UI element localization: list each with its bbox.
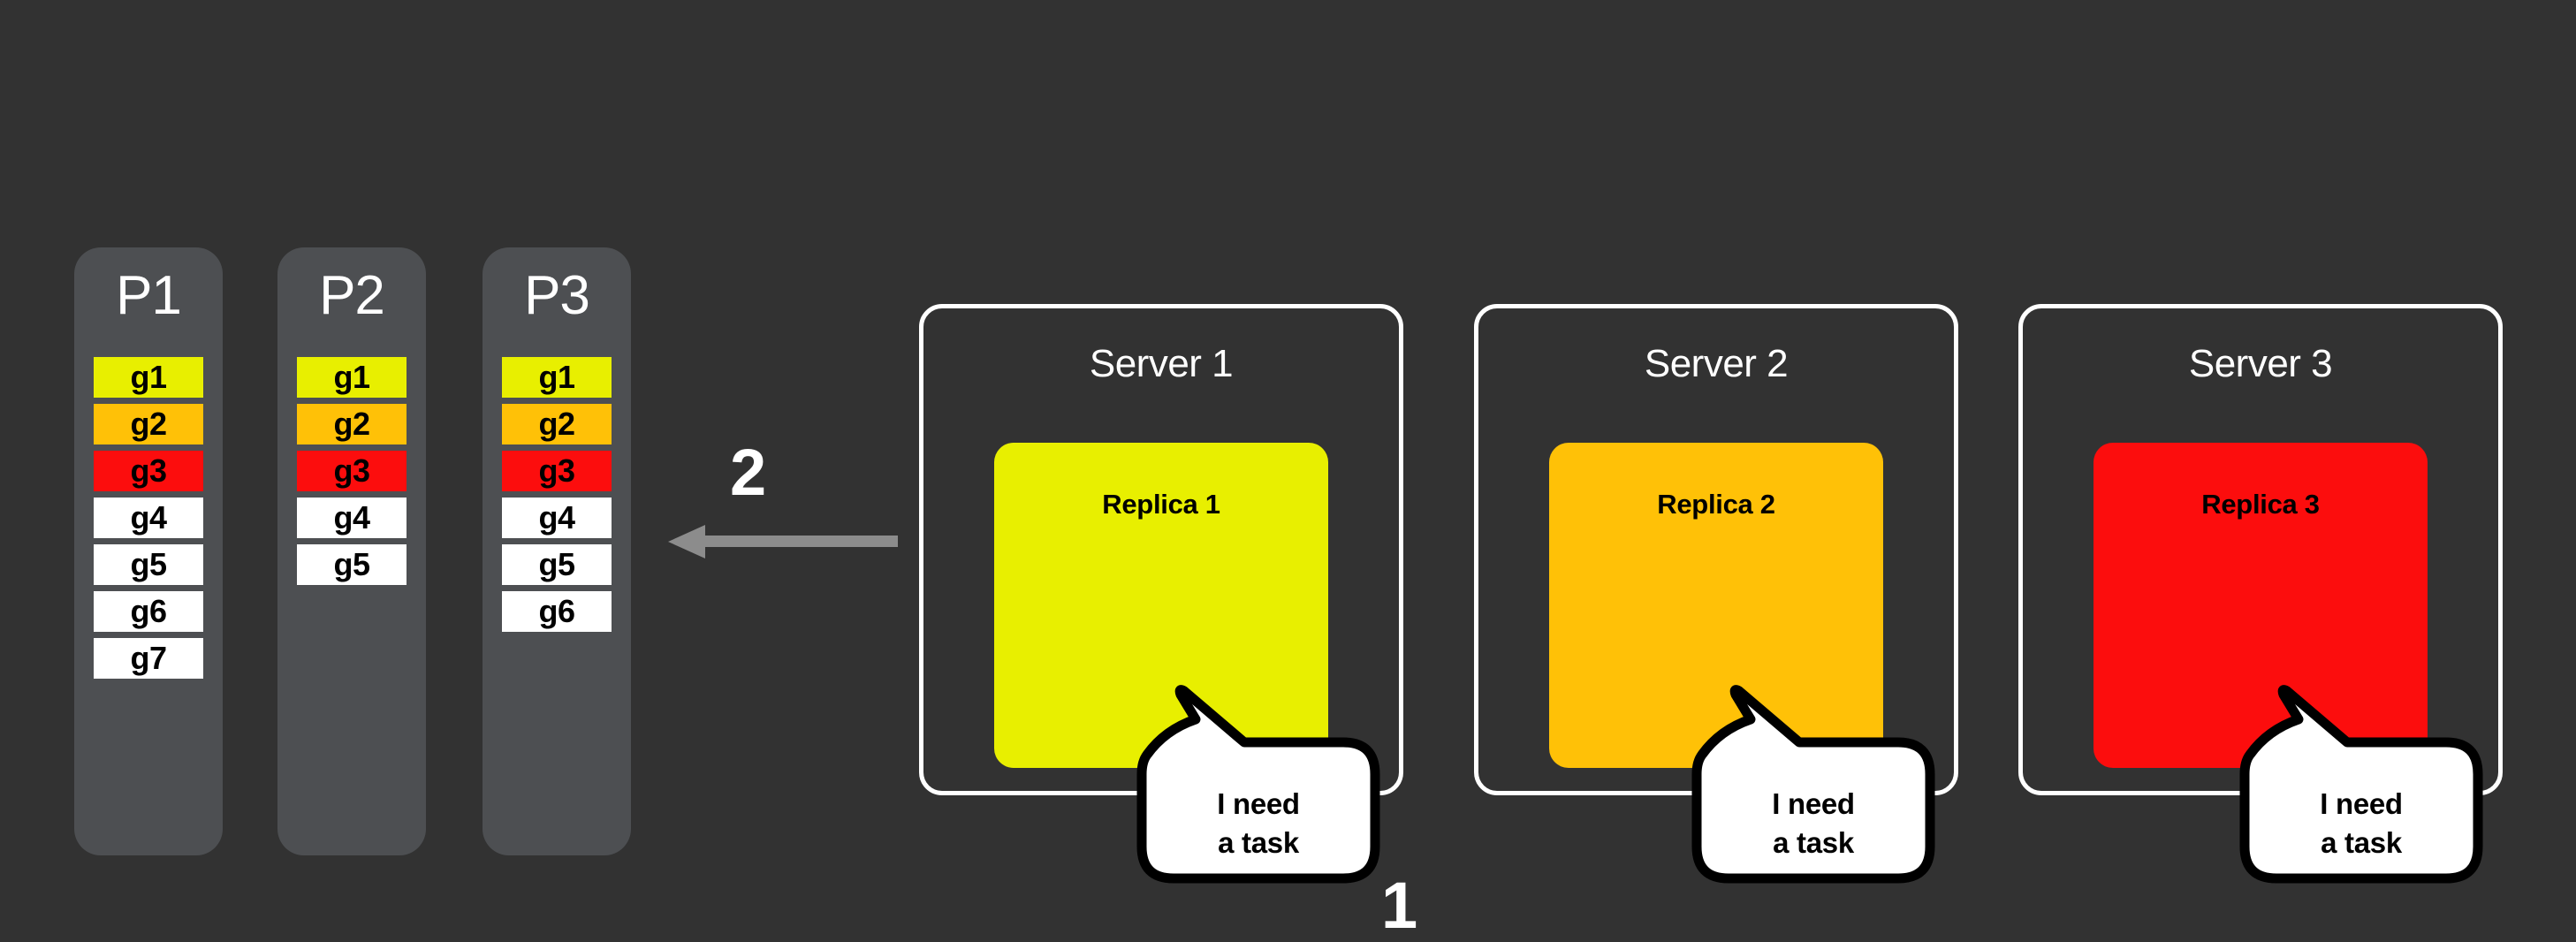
speech-bubble-shape bbox=[2239, 685, 2483, 884]
task-chip[interactable]: g1 bbox=[94, 357, 203, 398]
server-title: Server 1 bbox=[1089, 342, 1234, 385]
arrow-head-icon bbox=[668, 525, 705, 558]
task-chip-stack: g1 g2 g3 g4 g5 g6 g7 bbox=[74, 357, 223, 679]
partition-column-p2[interactable]: P2 g1 g2 g3 g4 g5 bbox=[277, 247, 426, 855]
task-chip[interactable]: g5 bbox=[94, 544, 203, 585]
task-chip-stack: g1 g2 g3 g4 g5 g6 bbox=[483, 357, 631, 632]
task-chip[interactable]: g5 bbox=[502, 544, 612, 585]
task-chip[interactable]: g2 bbox=[502, 404, 612, 444]
speech-bubble-server-3: I need a task bbox=[2239, 685, 2483, 887]
speech-bubble-text: I need a task bbox=[2320, 787, 2403, 859]
task-chip[interactable]: g6 bbox=[502, 591, 612, 632]
task-chip[interactable]: g6 bbox=[94, 591, 203, 632]
partition-column-p3[interactable]: P3 g1 g2 g3 g4 g5 g6 bbox=[483, 247, 631, 855]
step-number-1: 1 bbox=[1381, 869, 1418, 942]
speech-bubble-text: I need a task bbox=[1217, 787, 1300, 859]
task-chip[interactable]: g5 bbox=[297, 544, 407, 585]
partition-column-p1[interactable]: P1 g1 g2 g3 g4 g5 g6 g7 bbox=[74, 247, 223, 855]
task-chip[interactable]: g3 bbox=[502, 451, 612, 491]
task-chip[interactable]: g3 bbox=[297, 451, 407, 491]
speech-bubble-server-1: I need a task bbox=[1136, 685, 1380, 887]
replica-label: Replica 3 bbox=[2201, 489, 2320, 520]
replica-label: Replica 2 bbox=[1657, 489, 1775, 520]
assignment-arrow-group: 2 bbox=[661, 440, 900, 581]
task-chip[interactable]: g7 bbox=[94, 638, 203, 679]
speech-bubble-shape bbox=[1136, 685, 1380, 884]
server-box-2[interactable]: Server 2 Replica 2 bbox=[1474, 304, 1958, 795]
arrow-shaft bbox=[702, 536, 898, 547]
speech-bubble-shape bbox=[1691, 685, 1935, 884]
speech-bubble-text: I need a task bbox=[1772, 787, 1855, 859]
step-number-2: 2 bbox=[730, 436, 767, 509]
partition-title: P3 bbox=[524, 265, 590, 326]
server-box-1[interactable]: Server 1 Replica 1 bbox=[919, 304, 1403, 795]
task-chip[interactable]: g4 bbox=[94, 498, 203, 538]
task-chip[interactable]: g3 bbox=[94, 451, 203, 491]
replica-box-1[interactable]: Replica 1 bbox=[994, 443, 1328, 768]
task-chip[interactable]: g1 bbox=[502, 357, 612, 398]
task-chip-stack: g1 g2 g3 g4 g5 bbox=[277, 357, 426, 585]
partition-title: P2 bbox=[319, 265, 385, 326]
task-chip[interactable]: g4 bbox=[502, 498, 612, 538]
partition-title: P1 bbox=[116, 265, 182, 326]
speech-bubble-server-2: I need a task bbox=[1691, 685, 1935, 887]
server-title: Server 3 bbox=[2188, 342, 2333, 385]
replica-box-3[interactable]: Replica 3 bbox=[2093, 443, 2428, 768]
task-chip[interactable]: g2 bbox=[94, 404, 203, 444]
replica-box-2[interactable]: Replica 2 bbox=[1549, 443, 1883, 768]
task-chip[interactable]: g4 bbox=[297, 498, 407, 538]
server-title: Server 2 bbox=[1644, 342, 1789, 385]
task-chip[interactable]: g2 bbox=[297, 404, 407, 444]
replica-label: Replica 1 bbox=[1102, 489, 1220, 520]
task-chip[interactable]: g1 bbox=[297, 357, 407, 398]
